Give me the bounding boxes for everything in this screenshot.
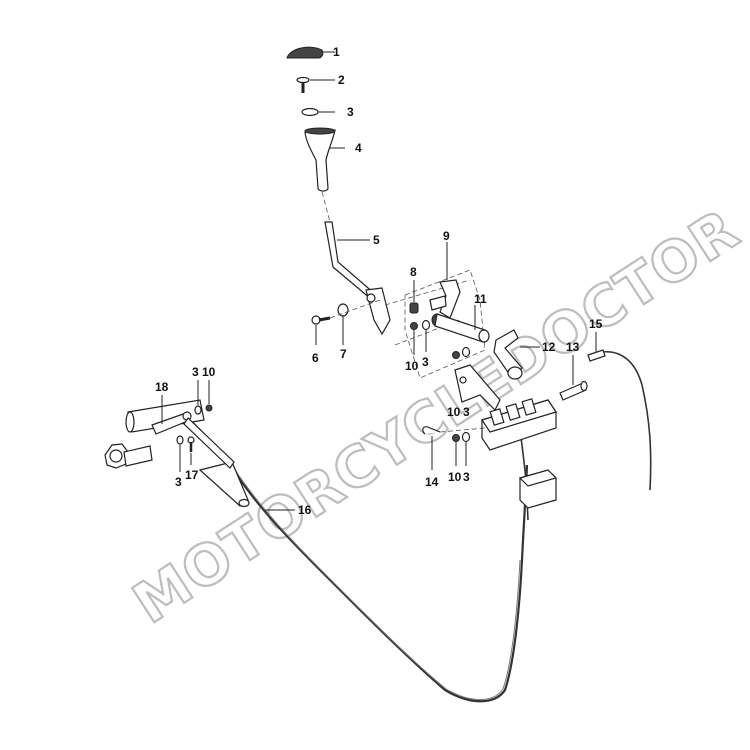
pin (559, 380, 588, 401)
callout-3f: 3 (175, 475, 182, 489)
callout-10a: 10 (405, 359, 419, 373)
shift-tube-lower (198, 461, 249, 507)
callout-8: 8 (410, 265, 417, 279)
switch-tab-1 (489, 408, 505, 426)
arm-bushing (507, 366, 523, 380)
callout-13: 13 (566, 340, 580, 354)
pivot-shaft (431, 313, 490, 343)
gear (104, 443, 153, 469)
callout-16: 16 (298, 503, 312, 517)
cable-end (587, 349, 606, 362)
cable-end-wire (601, 351, 652, 491)
callout-10d: 10 (202, 365, 216, 379)
bolt-17 (187, 436, 195, 452)
lever-bracket-tab (429, 295, 447, 311)
tube-end (238, 498, 250, 508)
callout-7: 7 (340, 347, 347, 361)
control-rod (183, 417, 235, 469)
callout-4: 4 (355, 141, 362, 155)
shift-cable-inner (234, 469, 521, 700)
callout-3e: 3 (192, 365, 199, 379)
shift-cable (231, 464, 529, 703)
shift-lever (324, 221, 376, 300)
cotter-pin (422, 426, 441, 435)
nut-10a (410, 322, 418, 330)
nut-10d (205, 404, 213, 412)
callout-10c: 10 (448, 470, 462, 484)
watermark-text: MOTORCYCLEDOCTOR (122, 197, 750, 637)
knob-top (304, 127, 336, 135)
callout-6: 6 (312, 351, 319, 365)
callout-15: 15 (589, 317, 603, 331)
shaft-end (125, 411, 135, 433)
arm (493, 329, 523, 379)
nut-10b (452, 351, 460, 359)
mount-hole (459, 376, 467, 384)
assembly-box (404, 269, 486, 379)
lever-hole (366, 293, 376, 303)
centerline-1 (321, 191, 331, 223)
washer-3e (194, 405, 202, 415)
nut-10c (452, 434, 460, 442)
washer-3d (461, 431, 471, 443)
knob-cap (286, 46, 324, 59)
callout-5: 5 (373, 233, 380, 247)
screw (296, 76, 310, 93)
assembly-line-a (329, 299, 381, 319)
callout-3d: 3 (463, 470, 470, 484)
callout-3c: 3 (463, 405, 470, 419)
shift-knob (304, 129, 336, 192)
switch-tab-3 (521, 398, 537, 416)
cable-clamp-top (518, 469, 558, 487)
callout-11: 11 (474, 292, 487, 306)
bushing (409, 302, 419, 314)
callout-3a: 3 (347, 105, 354, 119)
washer-3c (461, 346, 471, 358)
callout-12: 12 (542, 340, 556, 354)
callout-10b: 10 (447, 405, 461, 419)
bolt (311, 315, 331, 325)
callout-18: 18 (155, 380, 169, 394)
callout-2: 2 (338, 73, 345, 87)
washer (301, 107, 319, 117)
callout-17: 17 (185, 468, 199, 482)
washer-3f (176, 435, 184, 445)
washer-3b (421, 319, 431, 331)
callout-9: 9 (443, 229, 450, 243)
callout-3b: 3 (422, 355, 429, 369)
callout-1: 1 (333, 45, 340, 59)
switch-tab-2 (505, 403, 521, 421)
callout-14: 14 (425, 475, 439, 489)
